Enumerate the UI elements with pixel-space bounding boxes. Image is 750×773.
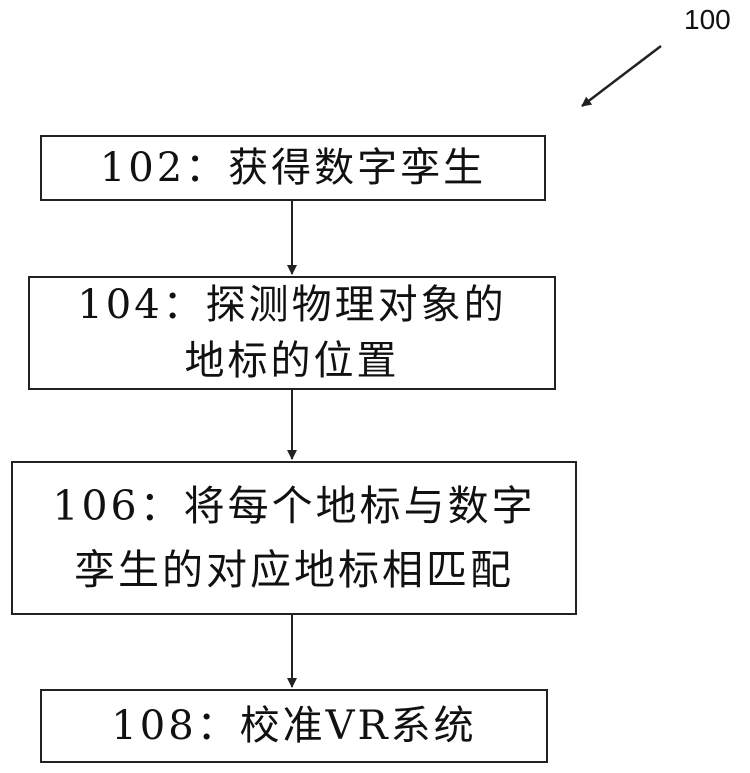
step-108-text: 108：校准VR系统 [111,703,477,749]
step-106-text: 106：将每个地标与数字 孪生的对应地标相匹配 [52,482,536,594]
step-104-text: 104：探测物理对象的 地标的位置 [77,282,507,384]
step-108-box: 108：校准VR系统 [40,689,548,763]
step-106-box: 106：将每个地标与数字 孪生的对应地标相匹配 [11,461,577,615]
step-102-box: 102：获得数字孪生 [40,135,546,201]
figure-reference-number: 100 [684,4,731,35]
reference-arrow [581,45,662,107]
step-104-box: 104：探测物理对象的 地标的位置 [28,276,556,390]
step-102-text: 102：获得数字孪生 [99,145,487,191]
